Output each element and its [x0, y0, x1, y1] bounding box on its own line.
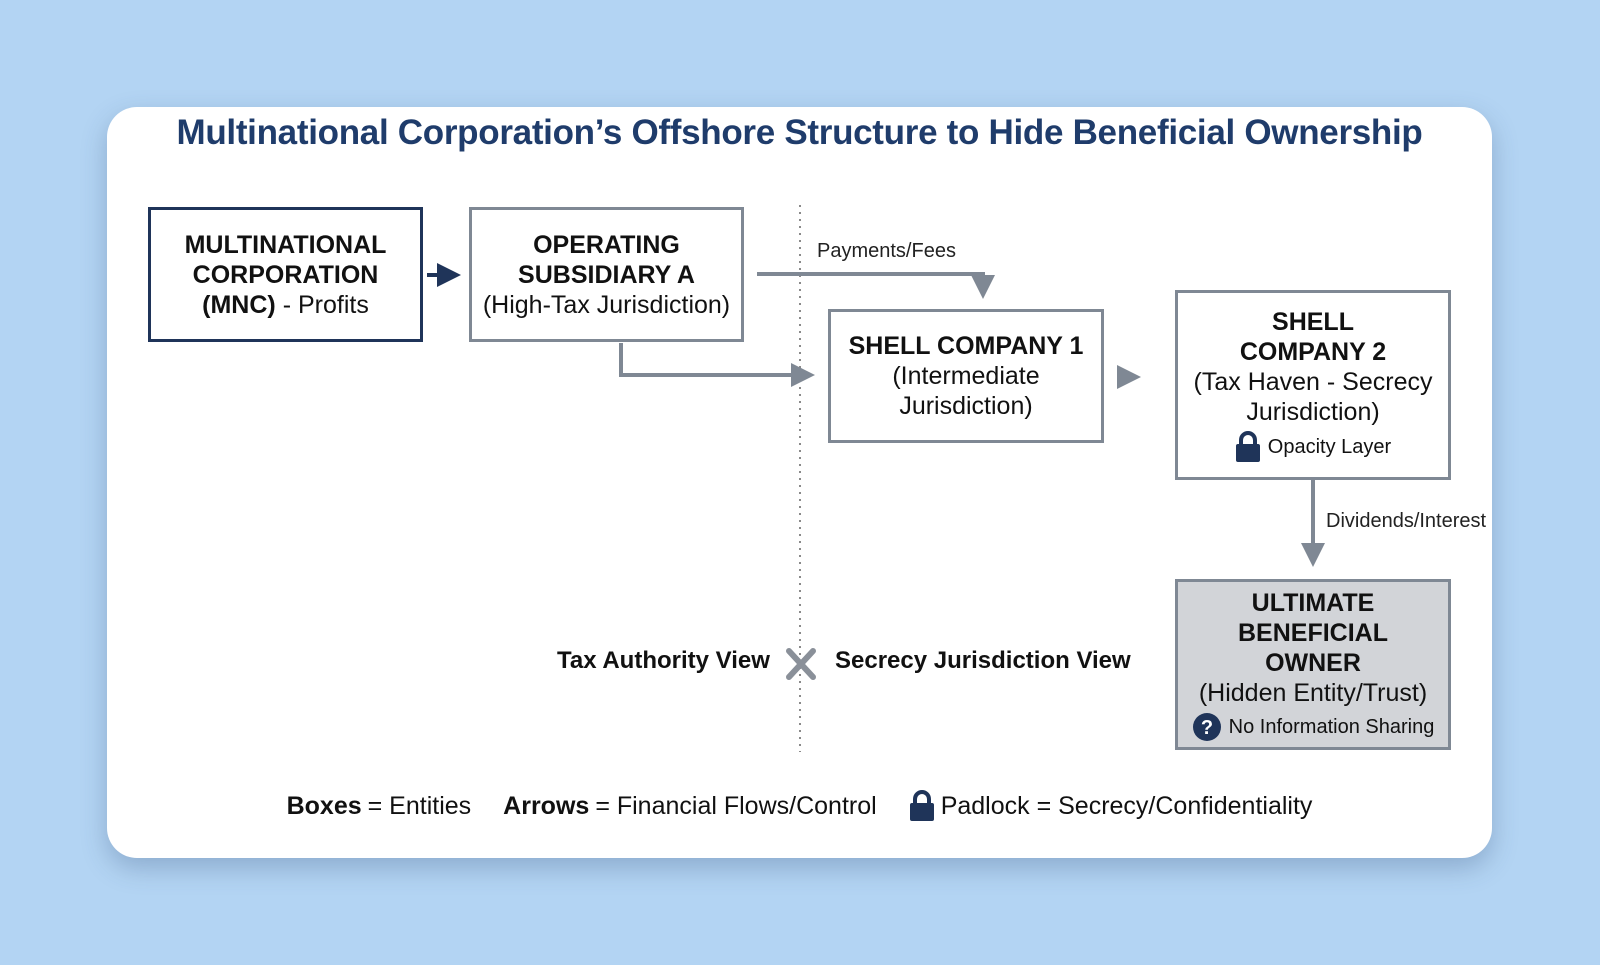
padlock-icon: [1235, 431, 1261, 463]
shell2-line-4: Jurisdiction): [1246, 398, 1380, 426]
owner-line-3: OWNER: [1265, 648, 1361, 677]
legend-arrows: Arrows = Financial Flows/Control: [503, 792, 877, 821]
shell-company-1-box: SHELL COMPANY 1 (Intermediate Jurisdicti…: [828, 309, 1104, 443]
shell1-line-1: SHELL COMPANY 1: [848, 332, 1084, 360]
legend-arrows-key: Arrows: [503, 791, 590, 820]
legend-padlock-value: Padlock = Secrecy/Confidentiality: [940, 791, 1313, 820]
mnc-box: MULTINATIONAL CORPORATION (MNC) - Profit…: [148, 207, 423, 342]
arrow-subsidiary-to-shell1: [619, 343, 815, 387]
diagram-title: Multinational Corporation’s Offshore Str…: [176, 113, 1423, 152]
no-information-sharing-note: ? No Information Sharing: [1192, 712, 1435, 742]
ultimate-beneficial-owner-box: ULTIMATE BENEFICIAL OWNER (Hidden Entity…: [1175, 579, 1451, 750]
legend-padlock: Padlock = Secrecy/Confidentiality: [909, 790, 1313, 822]
svg-text:?: ?: [1201, 717, 1213, 739]
legend: Boxes = Entities Arrows = Financial Flow…: [107, 790, 1492, 822]
operating-subsidiary-box: OPERATING SUBSIDIARY A (High-Tax Jurisdi…: [469, 207, 744, 342]
diagram-card: Multinational Corporation’s Offshore Str…: [107, 107, 1492, 858]
owner-line-4: (Hidden Entity/Trust): [1198, 678, 1428, 707]
shell-company-2-box: SHELL COMPANY 2 (Tax Haven - Secrecy Jur…: [1175, 290, 1451, 480]
x-icon: [785, 648, 817, 680]
no-information-sharing-label: No Information Sharing: [1228, 715, 1435, 738]
dividends-interest-label: Dividends/Interest: [1326, 510, 1487, 532]
mnc-line-3: (MNC) - Profits: [202, 290, 369, 320]
mnc-line-2: CORPORATION: [192, 260, 379, 289]
shell2-line-3: (Tax Haven - Secrecy: [1193, 368, 1433, 396]
mnc-profits: - Profits: [275, 290, 369, 319]
secrecy-jurisdiction-view-label: Secrecy Jurisdiction View: [835, 647, 1131, 674]
shell2-line-2: COMPANY 2: [1239, 338, 1387, 366]
owner-line-1: ULTIMATE: [1251, 588, 1375, 617]
owner-line-2: BENEFICIAL: [1238, 618, 1388, 647]
question-icon: ?: [1192, 712, 1222, 742]
legend-arrows-value: = Financial Flows/Control: [595, 791, 877, 820]
opacity-layer-note: Opacity Layer: [1235, 431, 1391, 463]
mnc-line-1: MULTINATIONAL: [184, 230, 387, 259]
opacity-layer-label: Opacity Layer: [1267, 436, 1392, 458]
legend-boxes-value: = Entities: [367, 791, 472, 820]
arrow-payments-fees: [757, 272, 995, 299]
subsidiary-line-2: SUBSIDIARY A: [518, 260, 695, 289]
padlock-icon: [909, 790, 935, 822]
legend-boxes-key: Boxes: [286, 791, 362, 820]
shell1-line-2: (Intermediate: [892, 362, 1040, 390]
subsidiary-line-1: OPERATING: [533, 230, 680, 259]
mnc-abbrev: (MNC): [202, 290, 276, 319]
shell2-line-1: SHELL: [1272, 308, 1354, 336]
shell1-line-3: Jurisdiction): [899, 392, 1033, 420]
tax-authority-view-label: Tax Authority View: [557, 647, 770, 674]
subsidiary-line-3: (High-Tax Jurisdiction): [482, 290, 731, 319]
legend-boxes: Boxes = Entities: [287, 792, 472, 821]
payments-fees-label: Payments/Fees: [817, 240, 956, 262]
